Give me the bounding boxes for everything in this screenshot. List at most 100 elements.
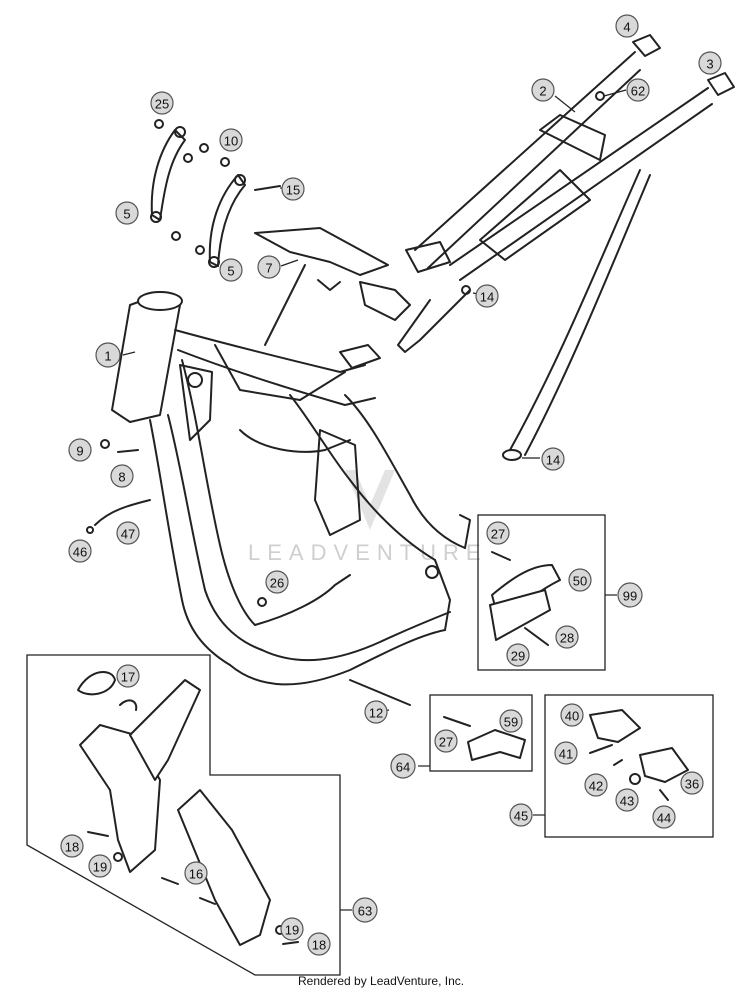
callout-5a-label: 5 [123,207,130,222]
callout-10-label: 10 [224,134,238,149]
callout-16: 16 [184,861,208,885]
callout-43-label: 43 [620,794,634,809]
callout-19a-label: 19 [93,860,107,875]
footpeg-washer-43 [629,773,641,785]
callout-5a: 5 [115,201,139,225]
bracket-7-plate [254,227,389,276]
callout-41: 41 [554,741,578,765]
bolt-27-group64 [443,716,471,727]
engine-mount-plate-right [208,174,246,267]
callout-45-label: 45 [514,809,528,824]
callout-40-label: 40 [565,709,579,724]
callout-50-label: 50 [573,574,587,589]
leader-62 [603,89,627,97]
callout-42: 42 [584,773,608,797]
callout-17: 17 [116,664,140,688]
callout-41-label: 41 [559,747,573,762]
steering-head-tube [111,294,181,423]
group-45-footpegs [533,694,714,838]
callout-12-label: 12 [369,706,383,721]
subframe-end-cap-3 [707,72,735,96]
callout-99: 99 [617,582,643,608]
subframe-lower-rail-a [509,169,641,451]
washer-19a [113,852,123,862]
callout-42-label: 42 [589,779,603,794]
callout-47: 47 [116,521,140,545]
footpeg-spring-42 [613,759,623,766]
group-64 [418,694,533,772]
callout-10: 10 [219,128,243,152]
callout-12: 12 [364,700,388,724]
callout-28: 28 [555,625,579,649]
frame-upper-rail-left [174,329,366,373]
callout-46-label: 46 [73,545,87,560]
subframe-bolt-62 [595,91,605,101]
group-64-box [429,694,533,772]
footpeg-pin-44 [659,789,669,801]
subframe-front-strut [397,289,471,353]
callout-19a: 19 [88,854,112,878]
callout-1-label: 1 [104,349,111,364]
subframe-end-cap-4 [632,34,661,57]
chain-guide-shoe [489,589,551,641]
callout-14b-label: 14 [546,453,560,468]
callout-3-label: 3 [706,57,713,72]
frame-main-spar-left [289,394,436,561]
callout-44-label: 44 [657,811,671,826]
callout-7-label: 7 [265,261,272,276]
frame-protector-right-16 [177,789,271,946]
bracket-59 [467,729,526,761]
frame-rear-plate [314,429,361,536]
frame-center-arch [239,429,351,453]
callout-2-label: 2 [539,84,546,99]
callout-18b: 18 [307,932,331,956]
guide-bolt-29 [524,627,549,646]
callout-27a: 27 [486,521,510,545]
callout-8: 8 [110,464,134,488]
callout-25: 25 [150,91,174,115]
callout-46: 46 [68,539,92,563]
washer-10a [183,153,193,163]
washer-10d [171,231,181,241]
plate-left-hole-bottom [150,211,162,223]
callout-9: 9 [68,438,92,462]
footpeg-40 [589,709,641,743]
callout-1: 1 [95,342,121,368]
strap-17 [77,671,116,696]
callout-9-label: 9 [76,444,83,459]
callout-43: 43 [615,788,639,812]
callout-47-label: 47 [121,527,135,542]
plate-right-hole-bottom [208,256,220,268]
bolt-12 [349,679,411,706]
steering-head-top [137,291,183,311]
callout-15-label: 15 [286,183,300,198]
frame-protector-left [79,724,161,873]
washer-10c [220,157,230,167]
callout-64-label: 64 [396,760,410,775]
engine-mount-plate-left [150,129,186,221]
group-45-box [544,694,714,838]
subframe-crossmember [539,114,606,161]
callout-16-label: 16 [189,867,203,882]
callout-8-label: 8 [118,470,125,485]
spacer-16b [199,897,216,905]
callout-18a-label: 18 [65,840,79,855]
frame-backbone-cross [214,344,346,401]
callout-27b-label: 27 [439,735,453,750]
callout-29-label: 29 [511,649,525,664]
callout-40: 40 [560,703,584,727]
callout-63-label: 63 [358,904,372,919]
group-63-frame-protectors [26,654,352,976]
callout-2: 2 [531,78,555,102]
group-99-box [477,514,606,671]
callout-15: 15 [281,177,305,201]
subframe-upper-rail-d [459,103,713,281]
watermark-text: LEADVENTURE [248,540,488,565]
callout-29: 29 [506,643,530,667]
callout-99-label: 99 [623,589,637,604]
clip-17b [119,699,138,711]
callout-50: 50 [568,568,592,592]
callout-59: 59 [499,709,523,733]
bracket-7-clip [317,279,341,291]
subframe-upper-rail-a [414,51,636,251]
